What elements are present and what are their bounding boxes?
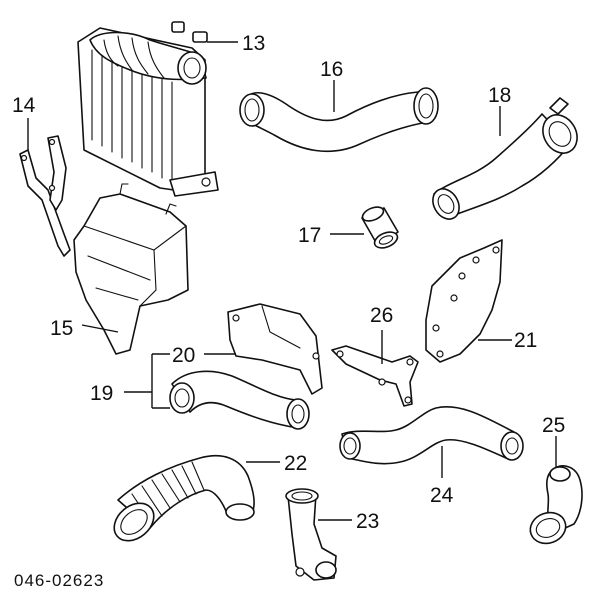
part-20-heat-shield[interactable] <box>227 303 323 395</box>
part-22-corrugated-hose[interactable] <box>107 454 255 549</box>
callout-23: 23 <box>356 510 379 533</box>
part-18-intake-hose[interactable] <box>428 97 584 224</box>
callout-14: 14 <box>12 94 36 117</box>
callout-19: 19 <box>90 382 113 405</box>
part-26-bracket[interactable] <box>331 345 419 407</box>
part-25-elbow-hose[interactable] <box>526 465 583 548</box>
leader-15 <box>81 324 119 333</box>
part-19-turbo-pipe[interactable] <box>169 370 310 430</box>
part-21-shield-plate[interactable] <box>425 239 503 363</box>
part-13-intercooler[interactable] <box>77 21 219 197</box>
part-14-bracket[interactable] <box>19 135 71 257</box>
part-15-air-duct-shroud[interactable] <box>73 183 189 355</box>
callout-13: 13 <box>242 32 265 55</box>
callout-24: 24 <box>430 484 454 507</box>
part-16-charge-pipe[interactable] <box>239 87 439 153</box>
part-23-air-inlet[interactable] <box>285 488 337 581</box>
part-24-pipe[interactable] <box>339 406 524 465</box>
callout-22: 22 <box>284 452 307 475</box>
callout-25: 25 <box>542 414 565 437</box>
callout-16: 16 <box>320 58 343 81</box>
callout-17: 17 <box>298 224 321 247</box>
callout-20: 20 <box>172 344 195 367</box>
drawing-code: 046-02623 <box>14 571 104 590</box>
part-17-coupling-sleeve[interactable] <box>361 204 400 251</box>
leader-19 <box>124 353 170 409</box>
callout-21: 21 <box>514 329 537 352</box>
callout-18: 18 <box>488 84 511 107</box>
callout-26: 26 <box>370 304 393 327</box>
callout-15: 15 <box>50 317 73 340</box>
